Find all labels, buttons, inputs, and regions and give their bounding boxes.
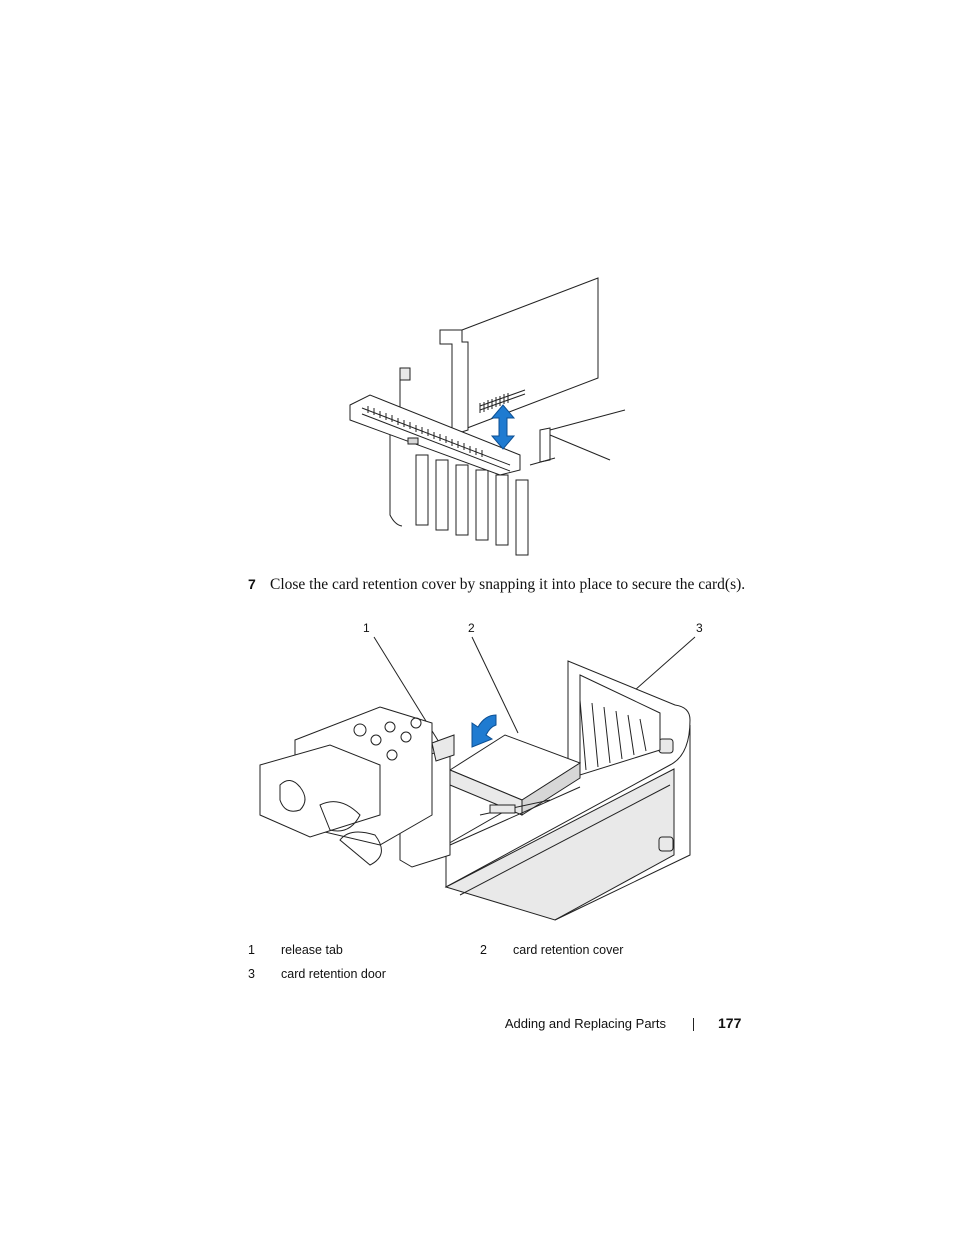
release-tab	[407, 437, 419, 445]
step-number: 7	[248, 576, 256, 592]
legend-label-1: release tab	[281, 943, 343, 957]
card-retention-door	[579, 674, 661, 776]
chassis-illustration	[259, 636, 696, 921]
legend-num-2: 2	[480, 943, 487, 957]
footer-divider	[693, 1018, 694, 1031]
power-supply	[259, 744, 382, 866]
page-number: 177	[718, 1015, 742, 1031]
expansion-card	[461, 277, 599, 431]
card-bracket	[439, 329, 469, 436]
callout-3: 3	[696, 621, 703, 635]
double-arrow-icon	[490, 404, 516, 450]
card-insertion-illustration	[349, 277, 626, 556]
slot-covers	[415, 454, 529, 556]
cover-vent-slots	[367, 406, 483, 457]
callout-1: 1	[363, 621, 370, 635]
legend-label-2: card retention cover	[513, 943, 624, 957]
legend-num-3: 3	[248, 967, 255, 981]
step-text: Close the card retention cover by snappi…	[270, 576, 746, 593]
legend-num-1: 1	[248, 943, 255, 957]
step-7: 7 Close the card retention cover by snapp…	[248, 576, 745, 594]
footer-section-title: Adding and Replacing Parts	[504, 1016, 666, 1031]
callout-2: 2	[468, 621, 475, 635]
legend-label-3: card retention door	[281, 967, 386, 981]
rotate-arrow-icon	[471, 714, 497, 748]
